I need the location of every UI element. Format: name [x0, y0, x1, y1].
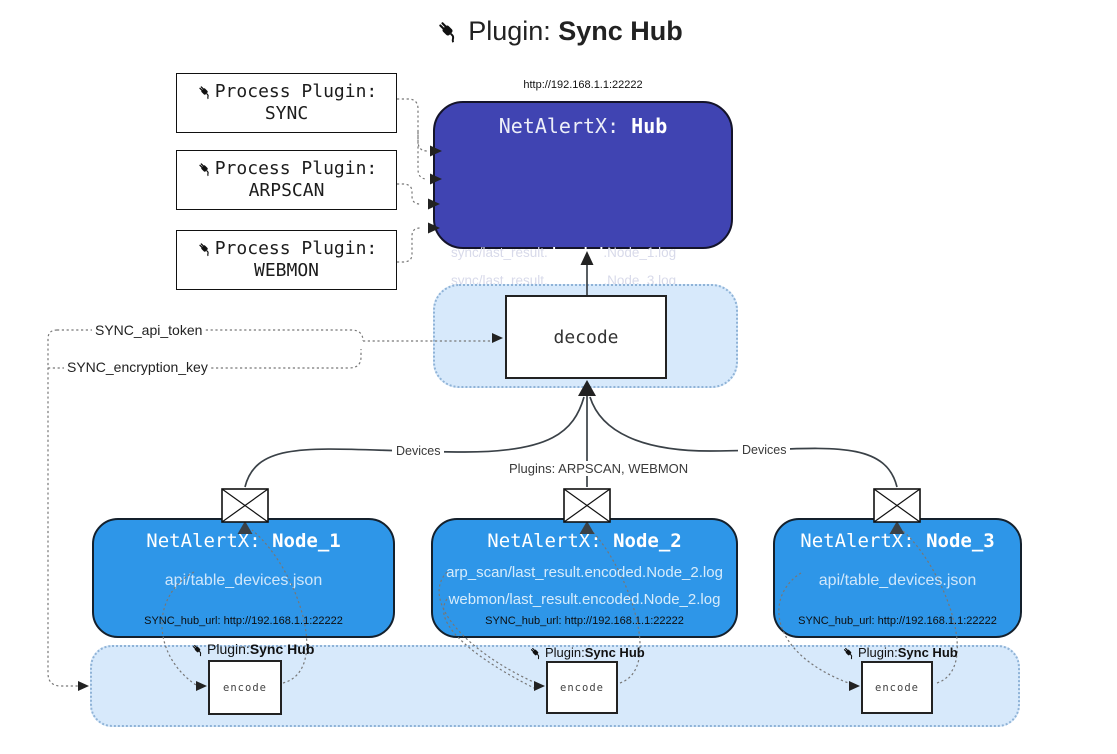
plug-icon — [528, 645, 543, 660]
devices-edge-label-right: Devices — [738, 443, 791, 457]
node-file-line: webmon/last_result.encoded.Node_2.log — [448, 591, 721, 608]
plug-icon — [190, 642, 205, 657]
hub-title-bold: Hub — [631, 114, 668, 138]
devices-edge-label-left: Devices — [392, 444, 445, 458]
node-hub-url: SYNC_hub_url: http://192.168.1.1:22222 — [798, 615, 997, 627]
plug-icon — [196, 240, 213, 257]
arrow-icon — [78, 681, 89, 691]
process-plugin-name: WEBMON — [253, 260, 320, 281]
plugins-edge-label: Plugins: ARPSCAN, WEBMON — [505, 461, 693, 476]
page-title-bold: Sync Hub — [558, 16, 683, 46]
node-hub-url: SYNC_hub_url: http://192.168.1.1:22222 — [144, 615, 343, 627]
page-title: Plugin: Sync Hub — [0, 16, 1117, 47]
sync-api-token-label: SYNC_api_token — [92, 322, 206, 338]
node-2-box: NetAlertX: Node_2 arp_scan/last_result.e… — [431, 518, 738, 638]
process-plugin-name: ARPSCAN — [248, 180, 325, 201]
plug-icon — [196, 83, 213, 100]
plug-icon — [841, 645, 856, 660]
process-plugin-box-webmon: Process Plugin: WEBMON — [176, 230, 397, 290]
node-1-box: NetAlertX: Node_1 api/table_devices.json… — [92, 518, 395, 638]
process-plugin-box-arpscan: Process Plugin: ARPSCAN — [176, 150, 397, 210]
encoder-label-2: Plugin: Sync Hub — [528, 645, 645, 660]
node-file-line: arp_scan/last_result.encoded.Node_2.log — [446, 564, 723, 581]
encode-box-1: encode — [208, 660, 282, 715]
hub-log-line: sync/last_result.decoded.Node_1.log — [451, 245, 677, 260]
node-title: NetAlertX: Node_3 — [800, 530, 995, 552]
node-hub-url: SYNC_hub_url: http://192.168.1.1:22222 — [485, 615, 684, 627]
encoder-label-3: Plugin: Sync Hub — [841, 645, 958, 660]
decode-box: decode — [505, 295, 667, 379]
node-title: NetAlertX: Node_2 — [487, 530, 682, 552]
node-title: NetAlertX: Node_1 — [146, 530, 341, 552]
node-file-line: api/table_devices.json — [818, 572, 977, 589]
node-3-box: NetAlertX: Node_3 api/table_devices.json… — [773, 518, 1022, 638]
plug-icon — [434, 17, 461, 44]
page-title-prefix: Plugin: — [468, 16, 559, 46]
node-file-line: api/table_devices.json — [164, 572, 323, 589]
process-plugin-box-sync: Process Plugin: SYNC — [176, 73, 397, 133]
hub-box: NetAlertX: Hub sync/last_result.decoded.… — [433, 101, 733, 336]
plug-icon — [196, 160, 213, 177]
process-plugin-name: SYNC — [264, 103, 309, 124]
hub-title-prefix: NetAlertX: — [498, 114, 632, 138]
encoder-label-1: Plugin: Sync Hub — [190, 641, 314, 657]
encode-box-2: encode — [546, 661, 618, 714]
hub-title: NetAlertX: Hub — [435, 114, 731, 138]
hub-url-label: http://192.168.1.1:22222 — [523, 79, 643, 91]
sync-encryption-key-label: SYNC_encryption_key — [64, 359, 211, 375]
encode-box-3: encode — [861, 661, 933, 714]
